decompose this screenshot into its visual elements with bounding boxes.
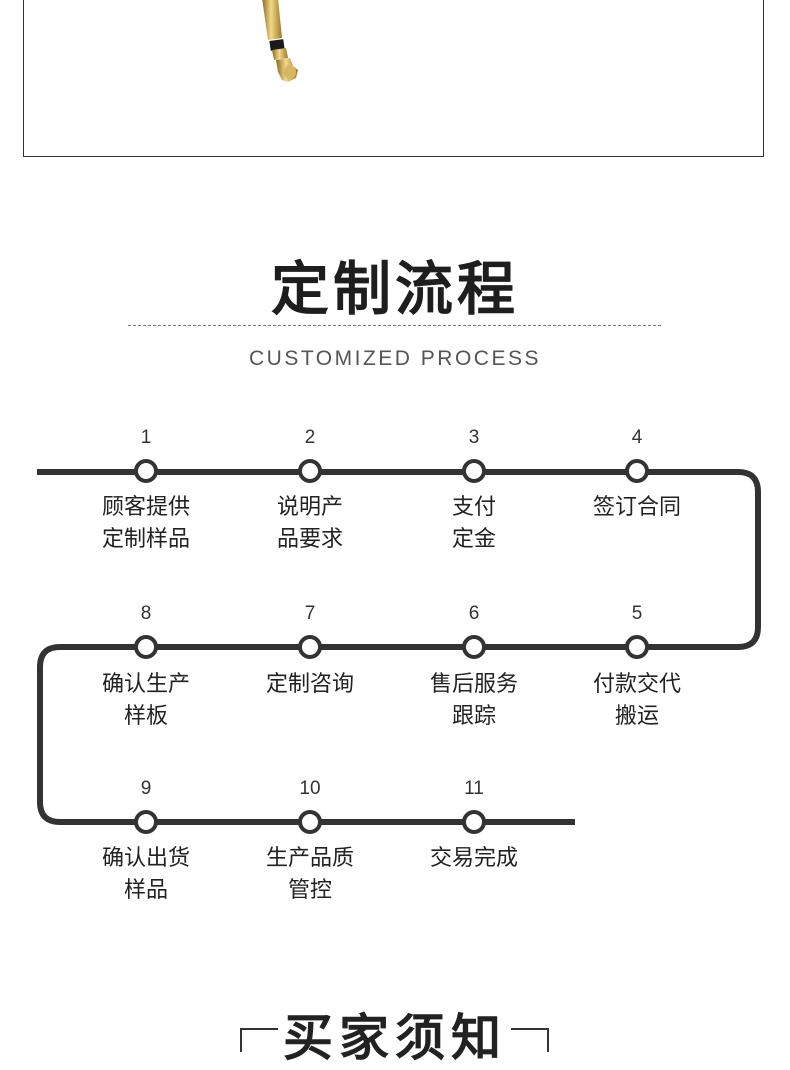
dashed-divider xyxy=(128,325,661,326)
step-label-11: 交易完成 xyxy=(429,846,518,871)
step-node-6 xyxy=(462,635,486,659)
step-node-9 xyxy=(134,810,158,834)
process-flow-track xyxy=(37,459,761,834)
step-label-1: 顾客提供 定制样品 xyxy=(101,495,190,552)
step-node-2 xyxy=(298,459,322,483)
footer-section-title: 买家须知 xyxy=(283,1009,507,1067)
step-label-6: 售后服务 跟踪 xyxy=(429,672,518,729)
step-number-11: 11 xyxy=(464,778,484,799)
step-node-7 xyxy=(298,635,322,659)
step-number-3: 3 xyxy=(468,427,480,448)
step-number-8: 8 xyxy=(140,603,152,624)
step-label-3: 支付 定金 xyxy=(451,495,496,552)
flow-line xyxy=(37,469,761,825)
step-node-1 xyxy=(134,459,158,483)
step-number-7: 7 xyxy=(304,603,316,624)
product-image-frame xyxy=(23,0,764,157)
step-label-10: 生产品质 管控 xyxy=(265,846,354,903)
footer-bracket-left xyxy=(240,1028,278,1052)
step-label-9: 确认出货 样品 xyxy=(101,846,190,903)
section-title: 定制流程 xyxy=(270,255,519,323)
step-node-5 xyxy=(625,635,649,659)
step-label-7: 定制咨询 xyxy=(265,672,354,697)
step-node-4 xyxy=(625,459,649,483)
footer-bracket-right xyxy=(511,1028,549,1052)
gold-audio-plug-image xyxy=(262,0,298,82)
step-node-3 xyxy=(462,459,486,483)
step-number-1: 1 xyxy=(140,427,152,448)
step-number-5: 5 xyxy=(631,603,643,624)
step-number-10: 10 xyxy=(299,778,321,799)
step-label-5: 付款交代 搬运 xyxy=(592,672,681,729)
step-node-10 xyxy=(298,810,322,834)
step-node-11 xyxy=(462,810,486,834)
step-number-6: 6 xyxy=(468,603,480,624)
step-number-4: 4 xyxy=(631,427,643,448)
step-number-2: 2 xyxy=(304,427,316,448)
step-label-2: 说明产 品要求 xyxy=(276,495,343,552)
step-number-9: 9 xyxy=(140,778,152,799)
step-node-8 xyxy=(134,635,158,659)
step-label-8: 确认生产 样板 xyxy=(101,672,190,729)
section-subtitle: CUSTOMIZED PROCESS xyxy=(249,347,541,370)
step-label-4: 签订合同 xyxy=(592,495,681,520)
